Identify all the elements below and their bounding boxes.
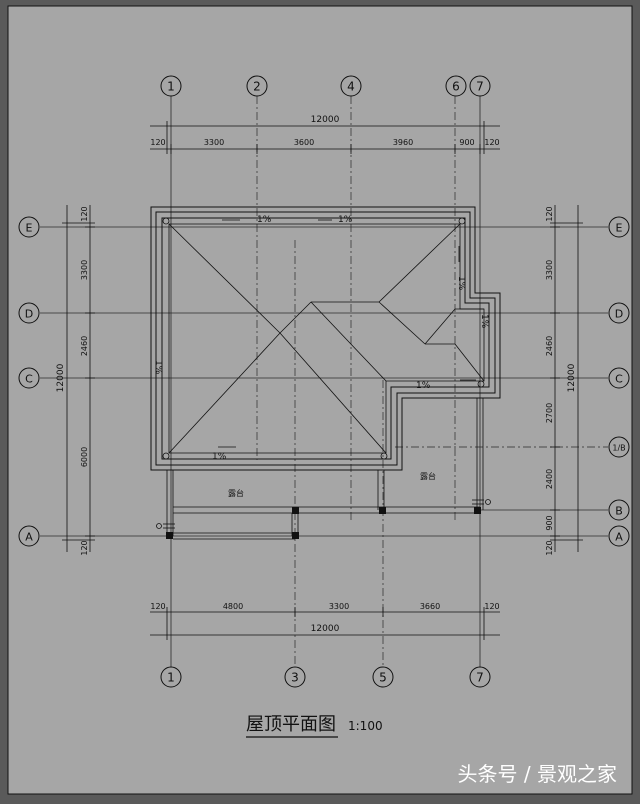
vertical-axis-lines [170, 96, 481, 668]
dimension-total: 12000 [311, 624, 340, 634]
dimension-segment: 120 [545, 540, 554, 555]
axis-label: B [615, 505, 623, 518]
axis-bubbles-top: 1 2 4 6 7 [160, 75, 491, 97]
axis-label: 2 [253, 80, 261, 94]
slope-label: 1% [338, 215, 353, 225]
top-dimension-lines [150, 121, 500, 154]
axis-label: C [25, 373, 33, 386]
dimension-segment: 3300 [329, 602, 349, 611]
axis-label: D [615, 308, 623, 321]
drawing-scale: 1:100 [348, 719, 383, 733]
dimension-segment: 6000 [80, 447, 89, 467]
dimension-segment: 3300 [545, 260, 554, 280]
axis-label: 7 [476, 80, 484, 94]
drawing-frame [7, 5, 633, 795]
dimension-segment: 3960 [393, 138, 413, 147]
dimension-segment: 3660 [420, 602, 440, 611]
dimension-segment: 2400 [545, 469, 554, 489]
terrace-label: 露台 [228, 488, 244, 498]
terrace-outline [156, 398, 491, 540]
dimension-segment: 3300 [204, 138, 224, 147]
drawing-title: 屋顶平面图 [246, 714, 336, 735]
dimension-segment: 3300 [80, 260, 89, 280]
dimension-segment: 3600 [294, 138, 314, 147]
slope-label: 1% [153, 360, 163, 375]
dimension-segment: 120 [150, 138, 165, 147]
left-dimension-lines [62, 205, 95, 552]
slope-label: 1% [479, 314, 489, 329]
slope-label: 1% [416, 381, 431, 391]
slope-label: 1% [212, 452, 227, 462]
terrace-label: 露台 [420, 471, 436, 481]
dimension-total: 12000 [311, 115, 340, 125]
axis-label: E [616, 222, 623, 235]
dimension-segment: 2460 [80, 336, 89, 356]
dimension-segment: 2460 [545, 336, 554, 356]
dimension-segment: 120 [80, 206, 89, 221]
roof-ridge-lines [168, 223, 485, 454]
dimension-segment: 4800 [223, 602, 243, 611]
axis-bubbles-bottom: 1 3 5 7 [160, 666, 491, 688]
horizontal-axis-lines [40, 226, 608, 537]
axis-label: 3 [291, 671, 299, 685]
axis-label: A [615, 531, 623, 544]
slope-label: 1% [456, 276, 466, 291]
dimension-segment: 120 [150, 602, 165, 611]
dimension-segment: 120 [484, 138, 499, 147]
dimension-segment: 120 [484, 602, 499, 611]
watermark-text: 头条号 / 景观之家 [458, 762, 617, 786]
dimension-segment: 2700 [545, 403, 554, 423]
axis-label: 1 [167, 80, 175, 94]
right-dimension-lines [550, 205, 583, 552]
axis-bubbles-right: E D C 1/B B A [608, 216, 630, 547]
axis-label: 7 [476, 671, 484, 685]
axis-label: 1/B [612, 444, 625, 453]
roof-drains [162, 217, 485, 460]
axis-label: C [615, 373, 623, 386]
dimension-total: 12000 [567, 363, 577, 392]
dimension-segment: 120 [80, 540, 89, 555]
axis-bubbles-left: E D C A [18, 216, 40, 547]
axis-label: 6 [452, 80, 460, 94]
dimension-segment: 120 [545, 206, 554, 221]
axis-label: D [25, 308, 33, 321]
axis-label: 1 [167, 671, 175, 685]
dimension-total: 12000 [56, 363, 66, 392]
axis-label: 4 [347, 80, 355, 94]
bottom-dimension-lines [150, 607, 500, 640]
dimension-segment: 900 [545, 515, 554, 530]
slope-label: 1% [257, 215, 272, 225]
axis-label: 5 [379, 671, 387, 685]
axis-label: E [26, 222, 33, 235]
slope-arrows [218, 219, 476, 448]
dimension-segment: 900 [459, 138, 474, 147]
axis-label: A [25, 531, 33, 544]
